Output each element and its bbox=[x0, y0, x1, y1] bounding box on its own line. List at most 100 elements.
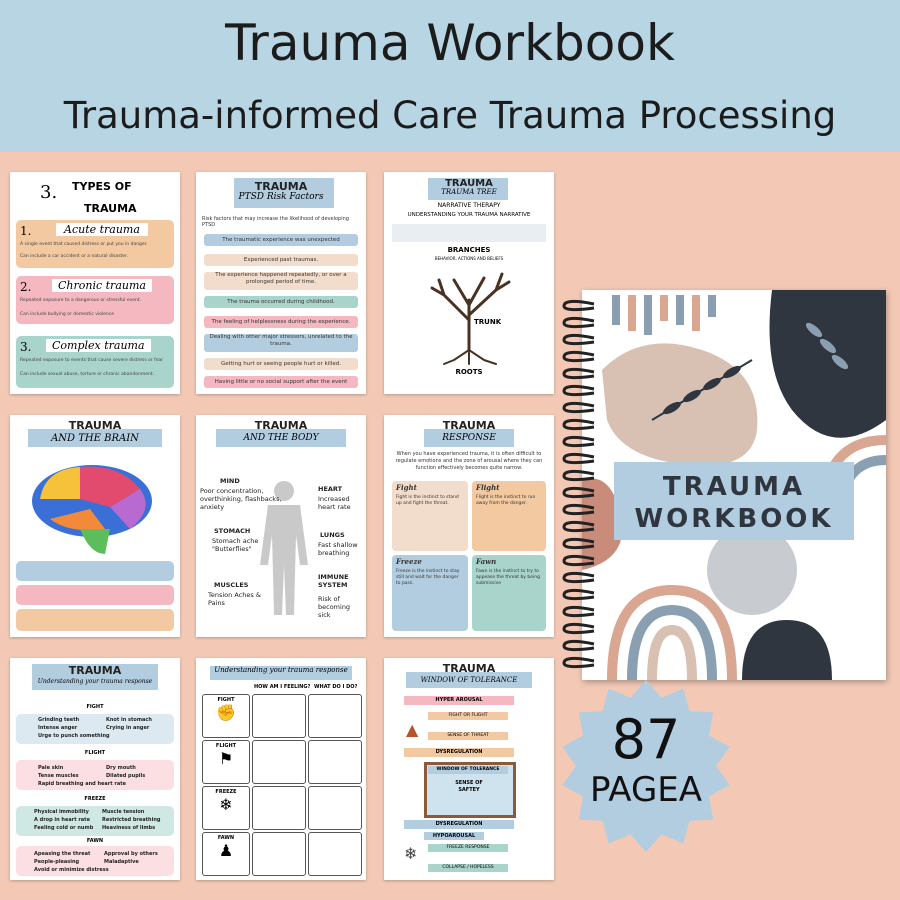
ptsd-row-6: Dealing with other major stressors, unre… bbox=[204, 334, 358, 352]
spiral-ring bbox=[562, 554, 595, 567]
types-card-1-num: 1. bbox=[20, 224, 32, 238]
worksheet-fight-feel[interactable] bbox=[252, 694, 306, 738]
symptoms-fight-box bbox=[16, 714, 174, 744]
snowflake-icon: ❄ bbox=[219, 795, 233, 814]
symptoms-fight-4: Crying in anger bbox=[106, 725, 150, 731]
window-safety: SENSE OF SAFTEY bbox=[455, 780, 483, 793]
spiral-ring bbox=[562, 486, 595, 499]
types-title-line1: TYPES OF bbox=[72, 180, 132, 193]
ptsd-intro: Risk factors that may increase the likel… bbox=[202, 216, 349, 228]
types-card-2-name: Chronic trauma bbox=[52, 279, 152, 292]
symptoms-fawn-box bbox=[16, 846, 174, 876]
body-subtitle: AND THE BODY bbox=[243, 433, 319, 443]
types-card-1: 1. Acute trauma A single event that caus… bbox=[16, 220, 174, 268]
spiral-ring bbox=[562, 333, 595, 346]
types-title-num: 3. bbox=[40, 182, 58, 203]
worksheet-freeze-do[interactable] bbox=[308, 786, 362, 830]
window-subtitle: WINDOW OF TOLERANCE bbox=[420, 676, 518, 684]
worksheet-fight: FIGHT bbox=[217, 697, 235, 703]
tree-branches-sub: BEHAVIOR, ACTIONS AND BELIEFS bbox=[434, 256, 504, 261]
badge-label: PAGEA bbox=[589, 770, 703, 810]
types-card-3: 3. Complex trauma Repeated exposure to e… bbox=[16, 336, 174, 388]
spiral-ring bbox=[562, 588, 595, 601]
ptsd-row-7: Getting hurt or seeing people hurt or ki… bbox=[204, 358, 358, 370]
body-mind-desc: Poor concentration, overthinking, flashb… bbox=[200, 487, 282, 511]
spiral-ring bbox=[562, 435, 595, 448]
symptoms-fawn-3: People-pleasing bbox=[34, 859, 80, 865]
worksheet-freeze: FREEZE bbox=[215, 789, 237, 795]
response-fawn: Fawn bbox=[476, 557, 497, 566]
response-freeze-desc: Freeze is the instinct to stay still and… bbox=[396, 569, 460, 586]
response-fawn-card: Fawn Fawn is the instinct to try to appe… bbox=[472, 555, 546, 631]
page-trauma-response: TRAUMA RESPONSE When you have experience… bbox=[384, 415, 554, 637]
response-fawn-desc: Fawn is the instinct to try to appease t… bbox=[476, 569, 540, 586]
symptoms-title-band bbox=[32, 664, 158, 690]
symptoms-title: TRAUMA bbox=[68, 664, 122, 677]
page-types-of-trauma: 3. TYPES OF TRAUMA 1. Acute trauma A sin… bbox=[10, 172, 180, 394]
tree-branches: BRANCHES bbox=[447, 246, 491, 254]
window-fight-flight: FIGHT OR FLIGHT bbox=[428, 712, 508, 720]
page-trauma-brain: TRAUMA AND THE BRAIN bbox=[10, 415, 180, 637]
page-response-worksheet: Understanding your trauma response HOW A… bbox=[196, 658, 366, 880]
window-dysreg: DYSREGULATION bbox=[404, 748, 514, 757]
cover-title-line2: WORKBOOK bbox=[634, 504, 834, 534]
brain-note-3 bbox=[16, 609, 174, 631]
symptoms-freeze: FREEZE bbox=[84, 796, 106, 802]
spiral-ring bbox=[562, 622, 595, 635]
window-threat: SENSE OF THREAT bbox=[428, 732, 508, 740]
ptsd-row-8: Having little or no social support after… bbox=[204, 376, 358, 388]
ptsd-title-band bbox=[234, 178, 334, 208]
window-collapse: COLLAPSE / HOPELESS bbox=[428, 864, 508, 872]
symptoms-fight-5: Urge to punch something bbox=[38, 733, 110, 739]
body-heart: HEART bbox=[318, 485, 343, 493]
worksheet-col2: WHAT DO I DO? bbox=[314, 684, 358, 690]
page-ptsd-risk-factors: TRAUMA PTSD Risk Factors Risk factors th… bbox=[196, 172, 366, 394]
spiral-binding bbox=[562, 299, 595, 669]
worksheet-fawn-feel[interactable] bbox=[252, 832, 306, 876]
symptoms-flight-1: Pale skin bbox=[38, 765, 64, 771]
cover-label-band bbox=[614, 462, 854, 540]
symptoms-fawn: FAWN bbox=[86, 838, 104, 844]
symptoms-fawn-1: Apeasing the threat bbox=[34, 851, 91, 857]
response-intro: When you have experienced trauma, it is … bbox=[395, 451, 543, 471]
types-card-1-name: Acute trauma bbox=[56, 223, 148, 236]
human-body-icon bbox=[260, 481, 308, 615]
body-lungs-desc: Fast shallow breathing bbox=[318, 541, 358, 557]
worksheet-flight-do[interactable] bbox=[308, 740, 362, 784]
worksheet-freeze-feel[interactable] bbox=[252, 786, 306, 830]
types-card-3-name: Complex trauma bbox=[46, 339, 151, 352]
types-card-1-desc1: A single event that caused distress or p… bbox=[20, 242, 148, 247]
tree-intro-box bbox=[392, 224, 546, 242]
symptoms-fawn-4: Maladaptive bbox=[104, 859, 139, 865]
body-immune: IMMUNE SYSTEM bbox=[318, 573, 349, 589]
types-card-3-desc1: Repeated exposure to events that cause s… bbox=[20, 358, 164, 363]
worksheet-fight-do[interactable] bbox=[308, 694, 362, 738]
worksheet-fawn-do[interactable] bbox=[308, 832, 362, 876]
symptoms-flight-box bbox=[16, 760, 174, 790]
tree-roots: ROOTS bbox=[455, 368, 483, 376]
spiral-ring bbox=[562, 452, 595, 465]
symptoms-freeze-box bbox=[16, 806, 174, 836]
snowflake-icon-2: ❄ bbox=[404, 844, 418, 863]
ptsd-row-5: The feeling of helplessness during the e… bbox=[204, 316, 358, 328]
spiral-ring bbox=[562, 384, 595, 397]
symptoms-flight-5: Rapid breathing and heart rate bbox=[38, 781, 126, 787]
badge-number: 87 bbox=[611, 708, 681, 771]
worksheet-col1: HOW AM I FEELING? bbox=[254, 684, 311, 690]
body-muscles: MUSCLES bbox=[214, 581, 249, 589]
ptsd-subtitle: PTSD Risk Factors bbox=[238, 192, 324, 202]
body-immune-desc: Risk of becoming sick bbox=[318, 595, 351, 619]
ptsd-row-4: The trauma occurred during childhood. bbox=[204, 296, 358, 308]
body-mind: MIND bbox=[220, 477, 240, 485]
symptoms-freeze-2: Muscle tension bbox=[102, 809, 145, 815]
symptoms-flight-3: Tense muscles bbox=[38, 773, 79, 779]
brain-title: TRAUMA bbox=[68, 419, 122, 432]
page-count-badge: 87 PAGEA bbox=[558, 678, 734, 854]
symptoms-freeze-4: Restricted breathing bbox=[102, 817, 161, 823]
bowing-icon: ♟ bbox=[218, 841, 234, 860]
symptoms-fight-3: Intense anger bbox=[38, 725, 78, 731]
running-icon: ⚑ bbox=[218, 749, 234, 768]
notebook-cover: TRAUMA WORKBOOK bbox=[582, 290, 886, 680]
response-fight-desc: Fight is the instinct to stand up and fi… bbox=[396, 495, 459, 506]
worksheet-flight-feel[interactable] bbox=[252, 740, 306, 784]
